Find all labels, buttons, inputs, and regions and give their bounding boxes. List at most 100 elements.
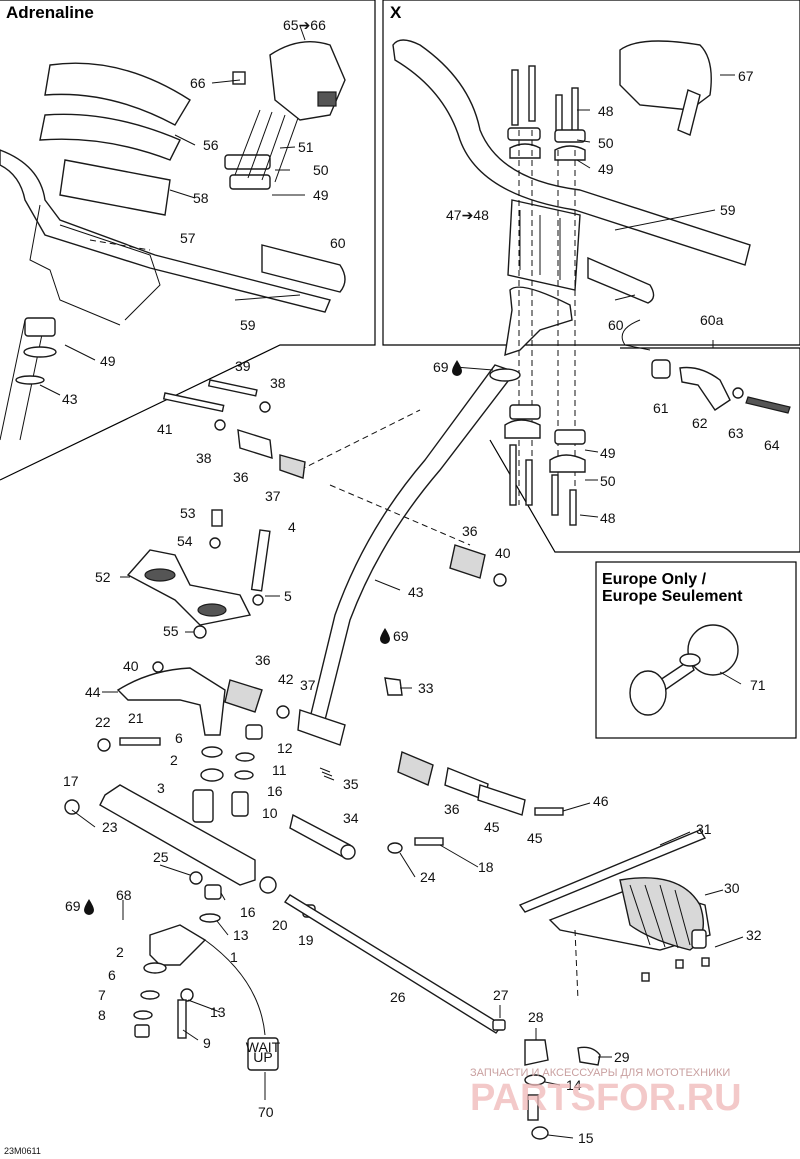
part-label: 44 [85, 684, 101, 700]
part-label: 62 [692, 415, 708, 431]
part-label: 3 [157, 780, 165, 796]
part-label: 49 [100, 353, 116, 369]
part-label: 29 [614, 1049, 630, 1065]
part-label: 40 [495, 545, 511, 561]
part-label: 33 [418, 680, 434, 696]
part-label: 2 [170, 752, 178, 768]
part-label: 69 [433, 359, 449, 375]
part-label: 7 [98, 987, 106, 1003]
part-label: 70 [258, 1104, 274, 1120]
part-label: 4 [288, 519, 296, 535]
adrenaline-title: Adrenaline [6, 3, 94, 22]
part-label: 6 [175, 730, 183, 746]
part-label: 26 [390, 989, 406, 1005]
oil-drop-icon [84, 899, 94, 915]
part-label: 36 [462, 523, 478, 539]
part-label: 40 [123, 658, 139, 674]
part-label: 27 [493, 987, 509, 1003]
part-label: 43 [408, 584, 424, 600]
part-label: 21 [128, 710, 144, 726]
x-panel: X [382, 0, 800, 346]
part-label: 1 [230, 949, 238, 965]
part-label: 20 [272, 917, 288, 933]
part-label: 61 [653, 400, 669, 416]
part-label: 12 [277, 740, 293, 756]
decal-text-2: UP [253, 1049, 272, 1065]
part-label: 45 [527, 830, 543, 846]
adrenaline-panel: Adrenaline [0, 0, 376, 481]
steering-column [297, 364, 521, 746]
diagram-code: 23M0611 [4, 1146, 41, 1156]
part-label: 50 [313, 162, 329, 178]
part-label: 59 [240, 317, 256, 333]
part-label: 52 [95, 569, 111, 585]
decal-70: WAIT UP [204, 939, 281, 1071]
part-label: 69 [393, 628, 409, 644]
x-parts [392, 39, 751, 515]
europe-part-71 [629, 624, 739, 716]
part-label: 53 [180, 505, 196, 521]
europe-panel: Europe Only / Europe Seulement [595, 561, 797, 739]
part-label: 6 [108, 967, 116, 983]
boot-assembly [518, 829, 711, 1001]
part-label: 5 [284, 588, 292, 604]
part-label: 56 [203, 137, 219, 153]
decal-text-1: WAIT [246, 1039, 281, 1055]
part-label: 8 [98, 1007, 106, 1023]
part-label: 69 [65, 898, 81, 914]
part-label: 41 [157, 421, 173, 437]
part-label: 49 [600, 445, 616, 461]
part-label: 35 [343, 776, 359, 792]
x-panel-title: X [390, 3, 402, 22]
part-label: 24 [420, 869, 436, 885]
watermark-big-text: PARTSFOR.RU [470, 1077, 742, 1119]
part-label: 48 [598, 103, 614, 119]
part-label: 16 [240, 904, 256, 920]
part-label: 25 [153, 849, 169, 865]
part-label: 54 [177, 533, 193, 549]
part-label: 63 [728, 425, 744, 441]
part-label: 22 [95, 714, 111, 730]
oil-drop-icon [452, 360, 462, 376]
part-label: 34 [343, 810, 359, 826]
part-label: 51 [298, 139, 314, 155]
part-label: 46 [593, 793, 609, 809]
part-label: 47➔48 [446, 207, 489, 223]
oil-drop-icon [380, 628, 390, 644]
part-label: 58 [193, 190, 209, 206]
part-label: 60 [330, 235, 346, 251]
part-label: 60 [608, 317, 624, 333]
part-label: 49 [313, 187, 329, 203]
part-label: 32 [746, 927, 762, 943]
adrenaline-parts [0, 40, 346, 441]
part-label: 50 [598, 135, 614, 151]
part-label: 17 [63, 773, 79, 789]
part-label: 28 [528, 1009, 544, 1025]
part-label: 48 [600, 510, 616, 526]
part-label: 36 [255, 652, 271, 668]
part-label: 37 [300, 677, 316, 693]
part-label: 43 [62, 391, 78, 407]
part-label: 37 [265, 488, 281, 504]
part-label: 50 [600, 473, 616, 489]
part-label: 68 [116, 887, 132, 903]
lever-subpanel [489, 347, 800, 553]
part-label: 66 [190, 75, 206, 91]
part-label: 39 [235, 358, 251, 374]
part-label: 23 [102, 819, 118, 835]
part-label: 15 [578, 1130, 594, 1146]
part-label: 42 [278, 671, 294, 687]
part-label: 31 [696, 821, 712, 837]
part-label: 13 [210, 1004, 226, 1020]
part-label: 18 [478, 859, 494, 875]
part-label: 9 [203, 1035, 211, 1051]
part-label: 2 [116, 944, 124, 960]
part-label: 38 [196, 450, 212, 466]
watermark-small-text: ЗАПЧАСТИ И АКСЕССУАРЫ ДЛЯ МОТОТЕХНИКИ [470, 1067, 730, 1079]
part-label: 64 [764, 437, 780, 453]
part-label: 67 [738, 68, 754, 84]
part-label: 13 [233, 927, 249, 943]
part-label: 16 [267, 783, 283, 799]
part-label: 60a [700, 312, 724, 328]
